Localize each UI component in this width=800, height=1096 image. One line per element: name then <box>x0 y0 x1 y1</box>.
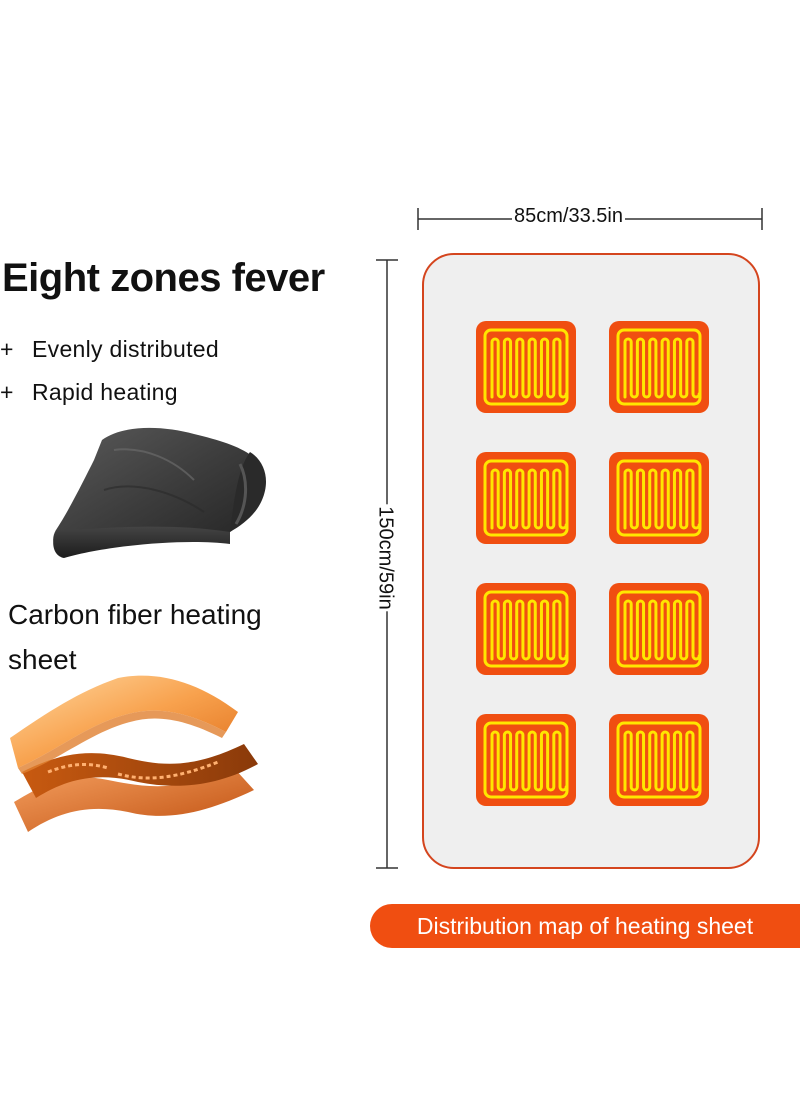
heating-zone <box>609 583 709 675</box>
heating-sheet-outline <box>422 253 760 869</box>
blanket-image <box>53 427 266 558</box>
width-dimension-label: 85cm/33.5in <box>512 205 625 228</box>
height-dimension-label: 150cm/59in <box>373 504 397 612</box>
feature-item: + Rapid heating <box>0 379 178 406</box>
plus-icon: + <box>0 379 14 405</box>
feature-label: Evenly distributed <box>32 336 219 362</box>
carbon-fiber-layers-image <box>10 675 258 832</box>
heating-zone <box>609 714 709 806</box>
headline: Eight zones fever <box>2 256 325 300</box>
plus-icon: + <box>0 336 14 362</box>
distribution-map-caption: Distribution map of heating sheet <box>370 904 800 948</box>
heating-zone <box>476 714 576 806</box>
heating-zone <box>609 452 709 544</box>
feature-item: + Evenly distributed <box>0 336 219 363</box>
carbon-fiber-title: Carbon fiber heating sheet <box>8 599 262 675</box>
heating-zone <box>476 321 576 413</box>
heating-zone <box>609 321 709 413</box>
heating-zone <box>476 452 576 544</box>
heating-zone <box>476 583 576 675</box>
feature-label: Rapid heating <box>32 379 178 405</box>
